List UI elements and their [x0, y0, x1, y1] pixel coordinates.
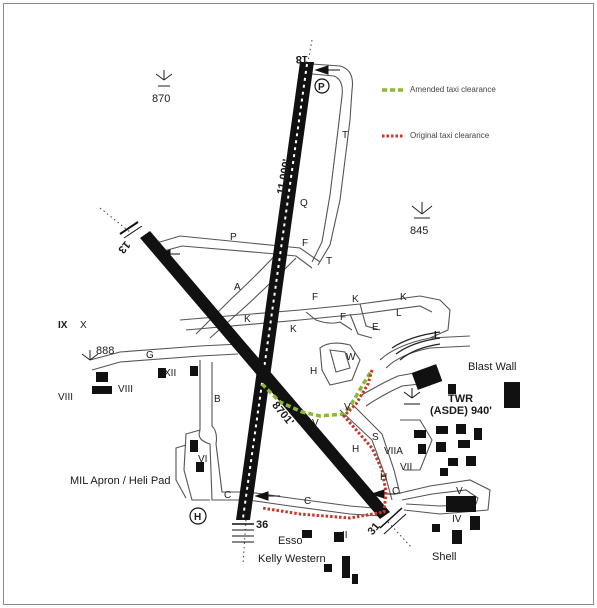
kelly-western-label: Kelly Western — [258, 553, 326, 565]
area-label-VIII-2: VIII — [118, 384, 133, 395]
mil-apron-label: MIL Apron / Heli Pad — [70, 475, 170, 487]
taxiway-label-C2: C — [304, 496, 311, 507]
elevation-888: 888 — [96, 345, 114, 357]
runway-end-markers — [119, 221, 407, 543]
esso-label: Esso — [278, 535, 302, 547]
legend-amended-label: Amended taxi clearance — [410, 85, 496, 94]
area-label-VII: VII — [400, 462, 412, 473]
obstacle-icon-888 — [81, 350, 99, 361]
area-label-VI: VI — [198, 454, 207, 465]
tower-icon — [403, 388, 421, 405]
taxiway-label-II: II — [342, 530, 348, 541]
taxiway-label-L: L — [396, 308, 402, 319]
taxiway-label-A: A — [234, 282, 241, 293]
helipad-icon — [189, 507, 207, 525]
runway-31-label: 31 — [366, 520, 383, 537]
parking-icon — [314, 78, 330, 94]
taxiway-labels: T T P Q F F F K K K K L E I A G B C C C … — [58, 130, 463, 541]
taxiway-label-F2: F — [312, 292, 318, 303]
taxiway-label-C: C — [224, 490, 231, 501]
area-label-IX: IX — [58, 320, 68, 331]
blast-wall-arc — [391, 331, 441, 349]
runway-18-36 — [236, 62, 314, 520]
amended-taxi-route — [260, 369, 374, 418]
taxiway-label-E: E — [372, 322, 379, 333]
area-label-IV: IV — [452, 514, 462, 525]
centerline-extension-31 — [387, 521, 413, 549]
taxiway-label-K3: K — [244, 314, 251, 325]
legend-original-label: Original taxi clearance — [410, 131, 490, 140]
area-label-XII: XII — [164, 368, 176, 379]
taxiway-label-W: W — [346, 352, 356, 363]
blast-wall-label: Blast Wall — [468, 361, 517, 373]
asde-label: (ASDE) 940' — [430, 405, 492, 417]
tower-label: TWR — [448, 393, 473, 405]
taxiway-label-H3: H — [380, 472, 387, 483]
taxiway-label-Q: Q — [300, 198, 308, 209]
runway-36-label: 36 — [256, 519, 268, 531]
obstacle-icon-870 — [155, 70, 173, 87]
taxiway-label-H2: H — [352, 444, 359, 455]
centerline-extension-13 — [99, 207, 131, 233]
legend: Amended taxi clearance Original taxi cle… — [382, 85, 496, 140]
elevation-870: 870 — [152, 93, 170, 105]
taxiway-label-K: K — [352, 294, 359, 305]
taxiway-label-F: F — [302, 238, 308, 249]
obstacle-icon-845 — [411, 202, 433, 219]
parking-label: P — [318, 82, 325, 93]
taxiway-label-G: G — [146, 350, 154, 361]
taxiway-label-C3: C — [392, 486, 399, 497]
area-label-VIIA: VIIA — [384, 446, 403, 457]
taxiway-label-B: B — [214, 394, 221, 405]
taxiway-label-T: T — [342, 130, 348, 141]
taxiway-label-I: I — [434, 330, 437, 341]
taxiway-label-S: S — [372, 432, 379, 443]
taxiway-label-V: V — [344, 402, 351, 413]
shell-label: Shell — [432, 551, 456, 563]
taxiway-label-T2: T — [326, 256, 332, 267]
area-label-VIII: VIII — [58, 392, 73, 403]
area-label-X: X — [80, 320, 87, 331]
taxiway-label-V2: V — [312, 418, 319, 429]
taxiway-network — [89, 63, 491, 517]
taxiway-label-H: H — [310, 366, 317, 377]
taxiway-label-F3: F — [340, 312, 346, 323]
centerline-extension-18 — [307, 39, 313, 63]
taxiway-label-K4: K — [290, 324, 297, 335]
runway-13-31 — [140, 231, 390, 519]
taxiway-label-V3: V — [456, 486, 463, 497]
helipad-label: H — [194, 512, 201, 523]
taxiway-label-P: P — [230, 232, 237, 243]
original-taxi-route — [261, 369, 388, 520]
runway-18-label: 18 — [296, 53, 308, 65]
taxiway-label-K2: K — [400, 292, 407, 303]
elevation-845: 845 — [410, 225, 428, 237]
buildings — [92, 364, 520, 584]
runway-13-label: 13 — [115, 238, 132, 255]
